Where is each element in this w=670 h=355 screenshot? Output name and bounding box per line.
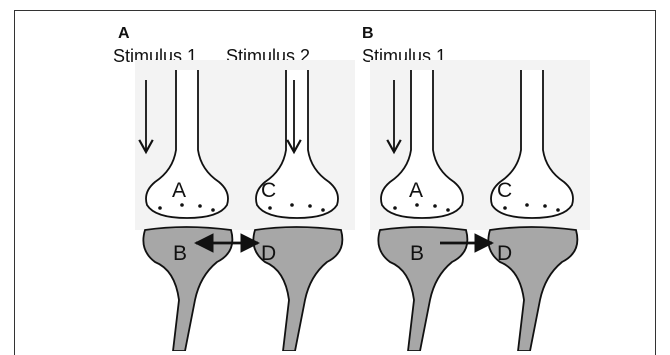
panel-a-cell-d-label: D bbox=[261, 242, 276, 265]
panel-b-cell-a-label: A bbox=[409, 179, 423, 202]
panel-a-neurons bbox=[135, 60, 355, 351]
panel-b-neurons bbox=[370, 60, 590, 351]
panel-a-cell-c-label: C bbox=[261, 179, 276, 202]
panel-b-cell-b-label: B bbox=[410, 242, 424, 265]
panel-a-cell-b-label: B bbox=[173, 242, 187, 265]
panel-b: B Stimulus 1 A C B D bbox=[362, 25, 590, 351]
panel-b-cell-d-label: D bbox=[497, 242, 512, 265]
panel-a: A Stimulus 1 Stimulus 2 A C B D bbox=[113, 25, 355, 351]
panel-a-letter: A bbox=[118, 25, 130, 42]
panel-b-letter: B bbox=[362, 25, 374, 42]
panel-a-cell-a-label: A bbox=[172, 179, 186, 202]
panel-b-cell-c-label: C bbox=[497, 179, 512, 202]
